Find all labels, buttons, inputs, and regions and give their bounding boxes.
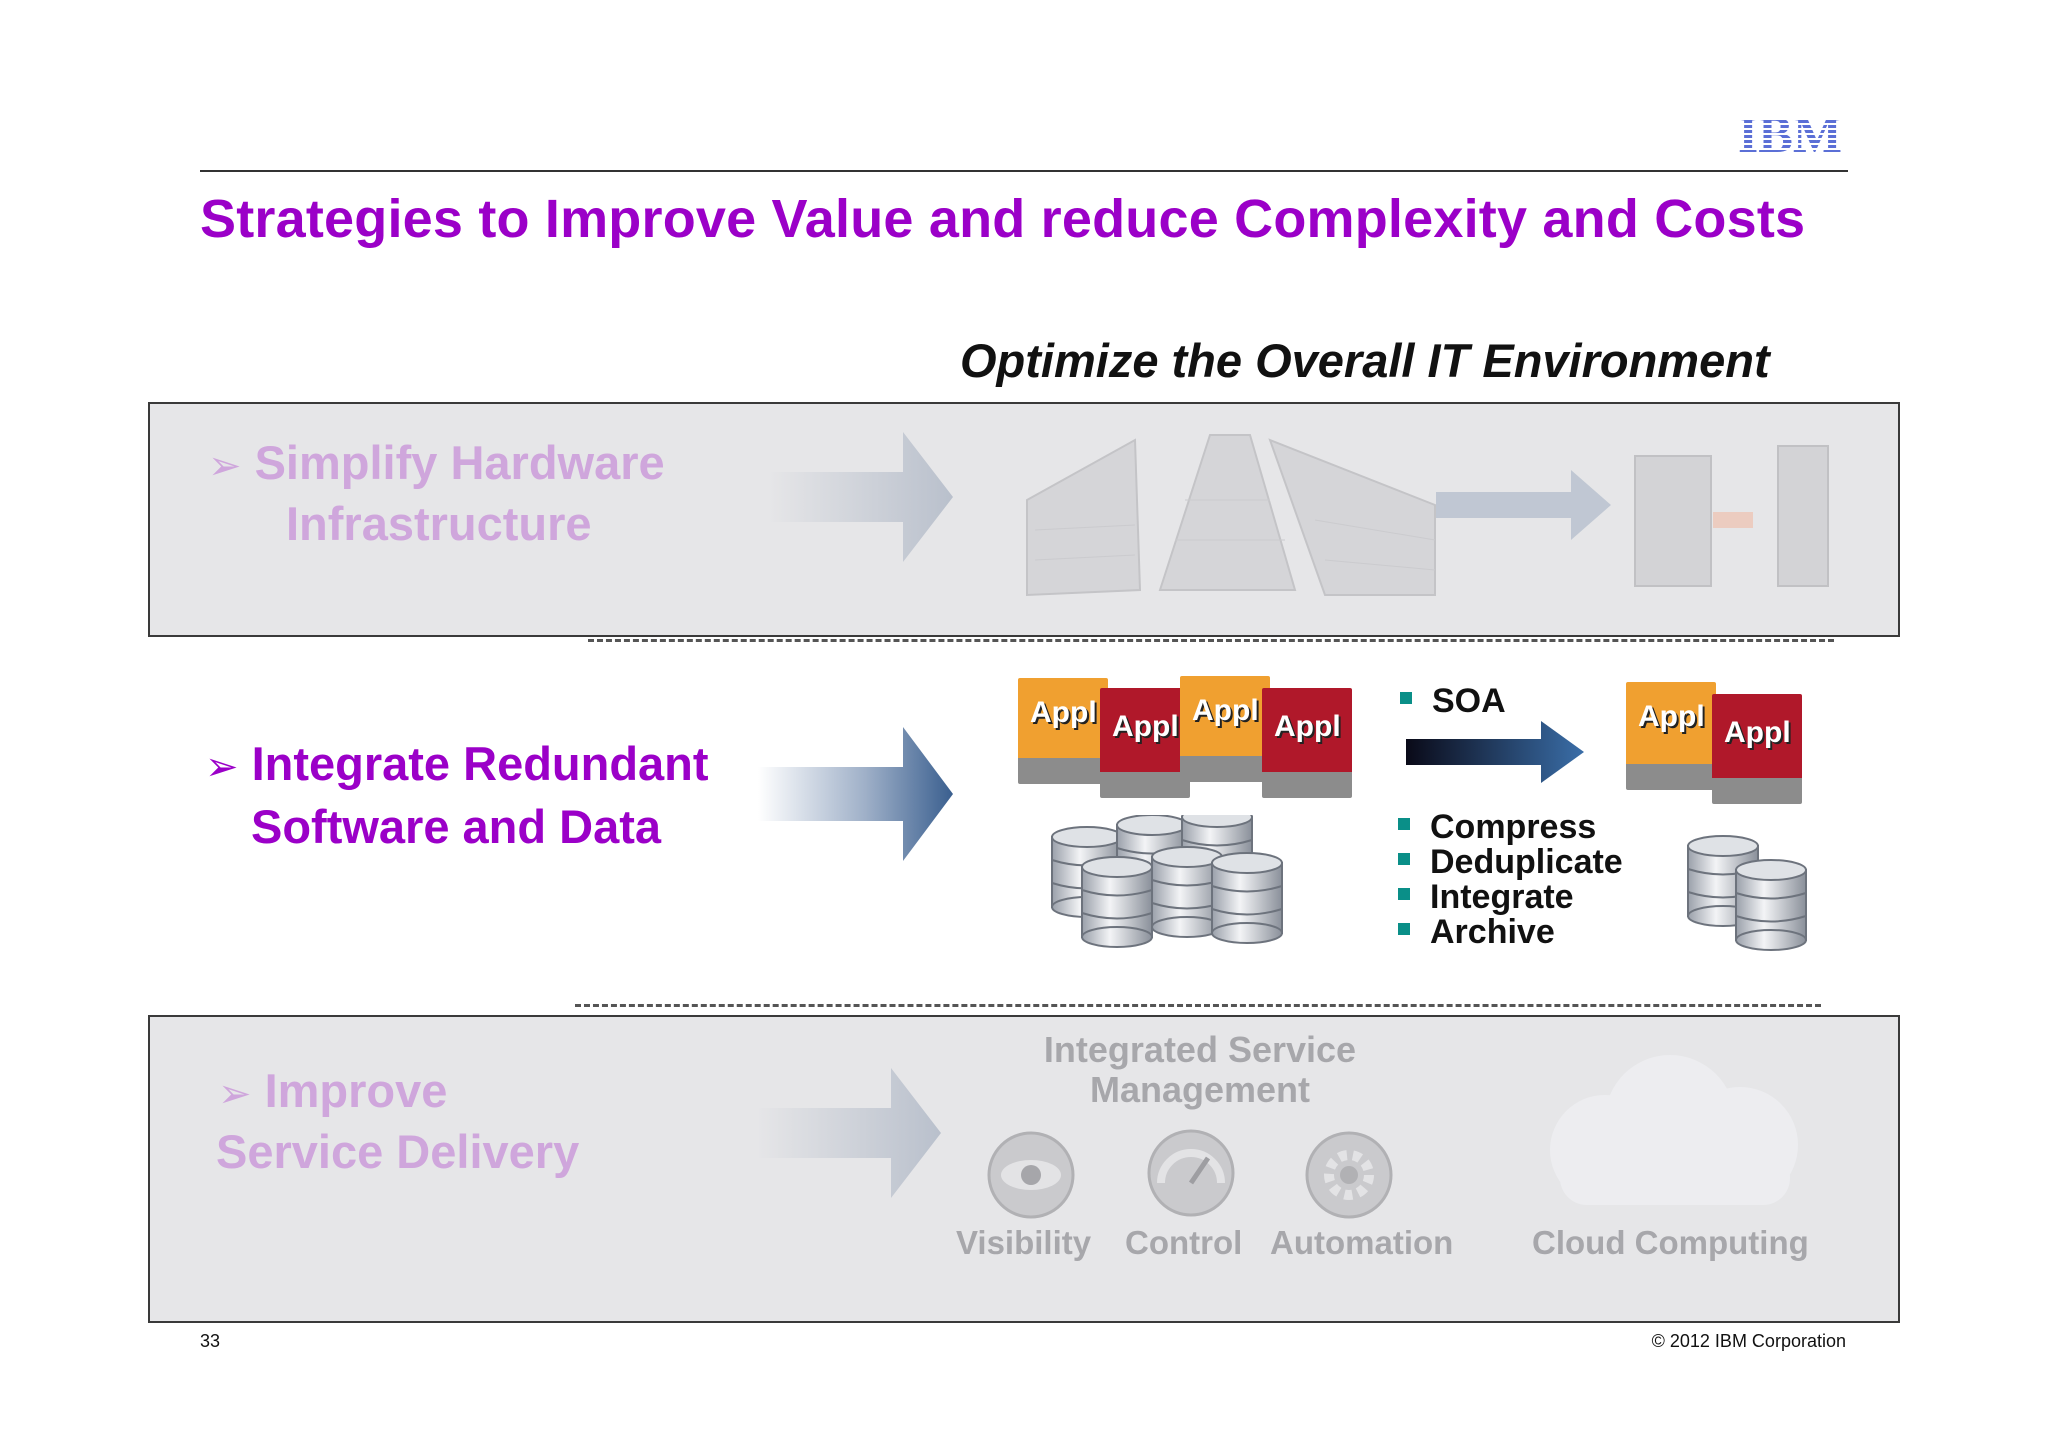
control-label: Control [1125,1224,1242,1262]
soa-label: SOA [1432,682,1506,720]
service-heading: ➢ Improve Service Delivery [218,1062,579,1181]
action-item: Compress [1398,810,1623,845]
appl-group-before: Appl Appl Appl Appl [1018,678,1358,808]
service-arrow-icon [756,1068,956,1198]
software-arrow-icon [758,727,958,861]
appl-group-after: Appl Appl [1626,682,1806,812]
appl-box: Appl [1180,676,1270,782]
gauge-icon [1146,1128,1236,1218]
action-item: Deduplicate [1398,845,1623,880]
svg-text:IBM: IBM [1738,110,1842,156]
chevron-bullet-icon: ➢ [218,1072,252,1116]
database-pair-icon [1686,832,1816,952]
software-heading-line2: Software and Data [205,800,661,853]
chevron-bullet-icon: ➢ [208,444,242,488]
ism-heading: Integrated Service Management [1000,1030,1400,1110]
square-bullet-icon [1398,923,1410,935]
soa-arrow-icon [1406,721,1586,783]
ism-heading-line1: Integrated Service [1044,1029,1356,1070]
service-heading-line2: Service Delivery [216,1125,579,1178]
hardware-heading: ➢ Simplify Hardware Infrastructure [208,434,665,553]
visibility-label: Visibility [956,1224,1091,1262]
page-number: 33 [200,1331,220,1352]
action-item: Integrate [1398,880,1623,915]
chevron-bullet-icon: ➢ [205,745,239,789]
slide-title: Strategies to Improve Value and reduce C… [200,188,1805,250]
square-bullet-icon [1398,818,1410,830]
ibm-logo: IBM [1734,110,1846,156]
software-heading: ➢ Integrate Redundant Software and Data [205,734,709,856]
automation-label: Automation [1270,1224,1453,1262]
section-divider [588,639,1834,642]
server-racks-icon [1025,430,1445,600]
service-heading-line1: Improve [265,1064,448,1117]
soa-item: SOA [1400,684,1506,719]
action-item: Archive [1398,915,1623,950]
cloud-computing-label: Cloud Computing [1532,1224,1809,1262]
appl-box: Appl [1626,682,1716,790]
hardware-arrow-icon [768,432,968,562]
hardware-heading-line1: Simplify Hardware [255,436,665,489]
square-bullet-icon [1398,888,1410,900]
action-list: Compress Deduplicate Integrate Archive [1398,810,1623,950]
appl-box: Appl [1712,694,1802,804]
slide-subtitle: Optimize the Overall IT Environment [960,333,1770,388]
database-cluster-icon [1050,815,1290,955]
copyright: © 2012 IBM Corporation [1652,1331,1846,1352]
appl-box: Appl [1018,678,1108,784]
gear-icon [1304,1130,1394,1220]
appl-box: Appl [1100,688,1190,798]
ism-heading-line2: Management [1090,1069,1310,1110]
square-bullet-icon [1400,692,1412,704]
software-heading-line1: Integrate Redundant [252,737,709,790]
cloud-icon [1520,1040,1820,1220]
consolidate-arrow-icon [1436,470,1616,540]
mainframe-icon [1633,442,1833,592]
section-divider [575,1004,1821,1007]
header-rule [200,170,1848,172]
hardware-heading-line2: Infrastructure [208,497,592,550]
square-bullet-icon [1398,853,1410,865]
eye-icon [986,1130,1076,1220]
appl-box: Appl [1262,688,1352,798]
